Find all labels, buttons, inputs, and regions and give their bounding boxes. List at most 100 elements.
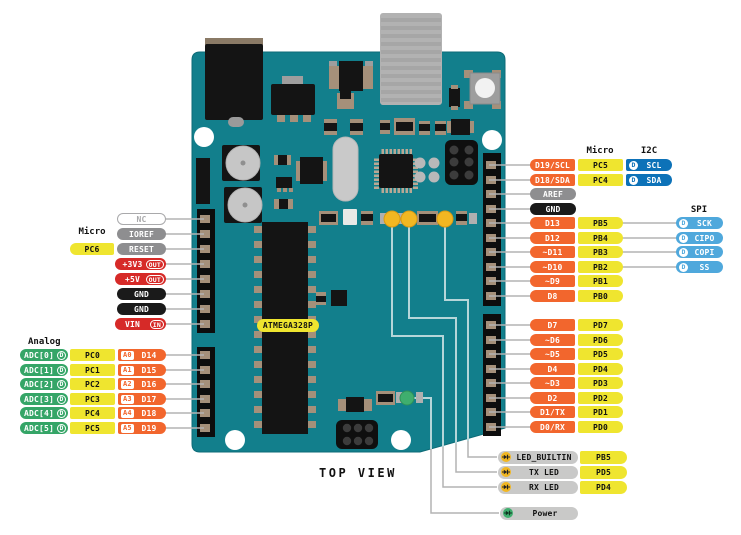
crystal-oscillator — [332, 136, 359, 202]
power-led-icon — [503, 508, 513, 518]
pin-label: PC4 — [592, 175, 609, 185]
pill-d10: ~D10 — [530, 261, 575, 273]
pill-d6: ~D6 — [530, 334, 575, 346]
yellow-led-icon — [501, 482, 511, 492]
header-left-micro: Micro — [78, 227, 106, 237]
pin-label: PC1 — [84, 365, 101, 375]
capacitors — [196, 145, 263, 223]
pin-label: PC2 — [84, 379, 101, 389]
pin-label: PD5 — [595, 467, 612, 477]
pin-label: PD2 — [592, 393, 609, 403]
pill-d3: ~D3 — [530, 377, 575, 389]
pill-led-builtin: LED_BUILTIN — [498, 450, 578, 464]
d-badge: D — [629, 175, 638, 185]
pill-adc-2: ADC[2]D — [20, 378, 68, 390]
d-badge: D — [57, 394, 66, 404]
pill-pc6: PC6 — [70, 243, 114, 255]
pill-pb1: PB1 — [578, 275, 623, 287]
pill-adc-3: ADC[3]D — [20, 393, 68, 405]
pill-gnd: GND — [117, 303, 166, 315]
pin-label: AREF — [542, 189, 564, 199]
pin-label: D17 — [141, 394, 157, 404]
yellow-led-icon — [501, 452, 511, 462]
pin-label: D16 — [141, 379, 157, 389]
pin-label: CIPO — [694, 233, 715, 243]
smd-row-leds — [319, 209, 477, 228]
pill-pb5: PB5 — [580, 450, 627, 464]
pill-pd4: PD4 — [580, 480, 627, 494]
smd-components-mid — [274, 155, 347, 306]
external-traces — [430, 441, 499, 514]
pill-d1-tx: D1/TX — [530, 406, 575, 418]
pill-pd7: PD7 — [578, 319, 623, 331]
pill-pc1: PC1 — [70, 364, 115, 376]
pill-power: Power — [500, 506, 578, 520]
pill-pd4: PD4 — [578, 363, 623, 375]
analog-pin-badge: A1 — [121, 365, 134, 375]
analog-pin-badge: A4 — [121, 408, 134, 418]
pin-label: PC4 — [84, 408, 101, 418]
pill-cipo: D CIPO — [676, 232, 723, 244]
chip-label: ATMEGA328P — [257, 319, 319, 332]
pin-label: GND — [133, 304, 150, 314]
pill-gnd: GND — [530, 203, 576, 215]
pin-label: ADC[0] — [23, 350, 55, 360]
pill-pd1: PD1 — [578, 406, 623, 418]
pin-label: Power — [532, 508, 558, 518]
pin-label: D1/TX — [539, 407, 566, 417]
pin-label: ADC[3] — [23, 394, 55, 404]
pill-pd2: PD2 — [578, 392, 623, 404]
pill-gnd: GND — [117, 288, 166, 300]
pin-label: PB5 — [595, 452, 612, 462]
d-badge: D — [57, 365, 66, 375]
tx-led — [400, 210, 418, 228]
header-analog: Analog — [28, 337, 61, 347]
pill-d18-sda: D18/SDA — [530, 174, 575, 186]
analog-pin-badge: A0 — [121, 350, 134, 360]
usb-connector — [380, 13, 442, 105]
badge-in: IN — [149, 319, 164, 329]
diagram-title: TOP VIEW — [319, 466, 397, 480]
pill-pb3: PB3 — [578, 246, 623, 258]
d-badge: D — [679, 233, 688, 243]
pin-label: SCK — [696, 218, 713, 228]
pill-pb4: PB4 — [578, 232, 623, 244]
pin-label: D14 — [141, 350, 157, 360]
board-traces — [391, 227, 469, 449]
icsp-header-top — [445, 140, 478, 185]
pill-d2: D2 — [530, 392, 575, 404]
pin-label: PD7 — [592, 320, 609, 330]
power-led — [399, 390, 415, 406]
pin-label: PD4 — [595, 482, 612, 492]
pill-adc-1: ADC[1]D — [20, 364, 68, 376]
pill-rx-led: RX LED — [498, 480, 578, 494]
pin-label: D18/SDA — [534, 175, 571, 185]
pin-label: D8 — [547, 291, 558, 301]
pin-label: PB5 — [592, 218, 609, 228]
pin-label: SDA — [646, 175, 662, 185]
pin-label: ADC[4] — [23, 408, 55, 418]
pill-pb0: PB0 — [578, 290, 623, 302]
pill-sda: D SDA — [626, 174, 672, 186]
pin-label: ~D10 — [542, 262, 563, 272]
pill-d19-scl: D19/SCL — [530, 159, 575, 171]
pin-label: D2 — [547, 393, 558, 403]
pill-pd6: PD6 — [578, 334, 623, 346]
smd-row-upper — [324, 118, 474, 135]
d-badge: D — [57, 350, 66, 360]
pin-label: PD3 — [592, 378, 609, 388]
pin-label: ADC[5] — [23, 423, 55, 433]
d-badge: D — [57, 379, 66, 389]
yellow-led-icon — [501, 467, 511, 477]
d-badge: D — [679, 218, 688, 228]
pin-label: PD1 — [592, 407, 609, 417]
pin-label: ~D11 — [542, 247, 563, 257]
mounting-holes — [194, 127, 502, 450]
pill-pc5: PC5 — [578, 159, 623, 171]
smd-caps-grid — [414, 157, 440, 183]
